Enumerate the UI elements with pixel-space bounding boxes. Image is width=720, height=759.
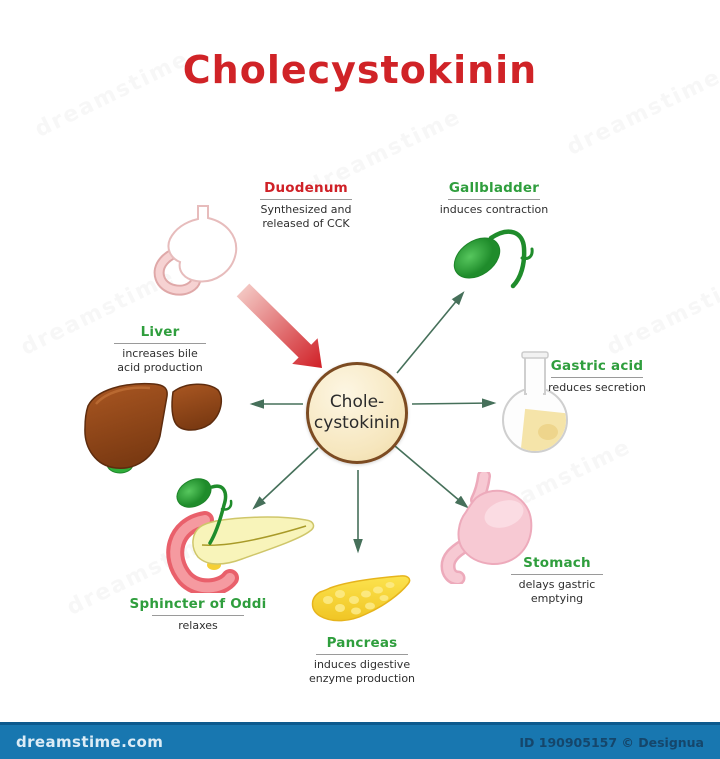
page-title: Cholecystokinin — [182, 48, 538, 92]
arrow-to-stomach — [394, 445, 469, 509]
liver-illustration-svg — [84, 382, 223, 474]
duodenum-label-group: Duodenum Synthesized and released of CCK — [221, 180, 391, 232]
liver-illustration — [76, 376, 228, 474]
gastric-acid-label-group: Gastric acid reduces secretion — [512, 358, 682, 395]
desc-line: delays gastric — [518, 578, 596, 591]
gallbladder-label: Gallbladder — [448, 180, 540, 196]
arrow-to-gallbladder — [396, 291, 465, 374]
desc-line: enzyme production — [308, 672, 416, 686]
cck-center-node: Chole- cystokinin — [306, 362, 408, 464]
sphincter-of-oddi-illustration — [150, 475, 320, 597]
arrow-to-gastric-acid — [411, 398, 497, 408]
label-underline — [511, 574, 603, 575]
arrow-from-duodenum — [236, 283, 322, 368]
pancreas-desc: induces digestive enzyme production — [277, 658, 447, 687]
label-underline — [260, 199, 352, 200]
cck-center-line1: Chole- — [329, 391, 385, 412]
desc-line: increases bile — [122, 347, 198, 360]
watermark-text: dreamstime — [473, 434, 636, 531]
duodenum-label: Duodenum — [264, 180, 348, 196]
label-underline — [316, 654, 408, 655]
desc-line: released of CCK — [262, 217, 350, 231]
pancreas-illustration-svg — [311, 575, 411, 622]
label-underline — [152, 615, 244, 616]
cck-center-line2: cystokinin — [313, 413, 401, 433]
gastric-acid-label: Gastric acid — [550, 358, 644, 374]
liver-label-group: Liver increases bile acid production — [75, 324, 245, 376]
stomach-desc: delays gastric emptying — [472, 578, 642, 607]
gastric-acid-desc: reduces secretion — [512, 381, 682, 395]
pancreas-illustration — [306, 566, 418, 632]
label-underline — [551, 377, 643, 378]
desc-line: induces digestive — [313, 658, 411, 671]
image-credit: ID 190905157 © Designua — [519, 734, 704, 750]
dreamstime-logo: dreamstime.com — [16, 733, 164, 751]
gallbladder-illustration-svg — [453, 229, 534, 289]
sphincter-of-oddi-label-group: Sphincter of Oddi relaxes — [113, 596, 283, 633]
stomach-label-group: Stomach delays gastric emptying — [472, 555, 642, 607]
gallbladder-desc: induces contraction — [409, 203, 579, 217]
gallbladder-illustration — [443, 222, 535, 310]
pancreas-label: Pancreas — [326, 635, 398, 651]
gallbladder-label-group: Gallbladder induces contraction — [409, 180, 579, 217]
label-underline — [114, 343, 206, 344]
duodenum-desc: Synthesized and released of CCK — [221, 203, 391, 232]
desc-line: induces contraction — [439, 203, 549, 216]
liver-label: Liver — [140, 324, 180, 340]
sphincter-of-oddi-desc: relaxes — [113, 619, 283, 633]
watermark-text: dreamstime — [110, 382, 227, 452]
liver-desc: increases bile acid production — [75, 347, 245, 376]
label-underline — [448, 199, 540, 200]
stock-footer-bar: dreamstime.com ID 190905157 © Designua — [0, 722, 720, 759]
sphincter-of-oddi-label: Sphincter of Oddi — [129, 596, 267, 612]
watermark-text: dreamstime — [212, 502, 329, 572]
arrow-to-sphincter — [252, 447, 319, 510]
desc-line: acid production — [117, 361, 203, 375]
pancreas-label-group: Pancreas induces digestive enzyme produc… — [277, 635, 447, 687]
desc-line: Synthesized and — [260, 203, 352, 216]
desc-line: reduces secretion — [548, 381, 646, 394]
stomach-label: Stomach — [523, 555, 591, 571]
desc-line: relaxes — [178, 619, 218, 632]
desc-line: emptying — [530, 592, 584, 606]
sphincter-of-oddi-svg — [166, 478, 315, 597]
watermark-text: dreamstime — [603, 264, 720, 361]
